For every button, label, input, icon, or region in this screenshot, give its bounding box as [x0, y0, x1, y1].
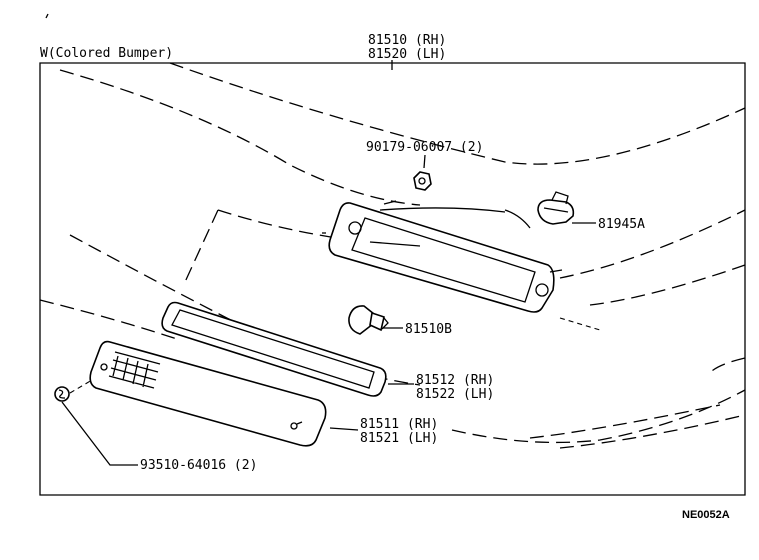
diagram-frame: [39, 62, 746, 496]
gasket: [161, 301, 387, 397]
bulb-label: 81510B: [405, 322, 452, 337]
hex-nut: [413, 171, 432, 191]
socket-label: 81945A: [598, 217, 645, 232]
bulb: [348, 305, 389, 335]
bumper-outline: [39, 62, 746, 449]
diagram-code: NE0052A: [682, 509, 730, 521]
bulb-socket: [537, 191, 575, 225]
lamp-assy-label-lh: 81520 (LH): [368, 47, 446, 62]
lamp-assy-label-rh: 81510 (RH): [368, 33, 446, 48]
screw: [54, 386, 70, 402]
nut-label: 90179-06007 (2): [366, 140, 483, 155]
header-note: W(Colored Bumper): [40, 46, 173, 61]
turn-lamp-housing: [328, 200, 563, 313]
lens-label-lh: 81521 (LH): [360, 431, 438, 446]
lens-label-rh: 81511 (RH): [360, 417, 438, 432]
lens: [89, 340, 327, 447]
gasket-label-lh: 81522 (LH): [416, 387, 494, 402]
stray-mark: [45, 13, 49, 19]
gasket-label-rh: 81512 (RH): [416, 373, 494, 388]
screw-label: 93510-64016 (2): [140, 458, 257, 473]
leader-lines: [61, 60, 596, 466]
